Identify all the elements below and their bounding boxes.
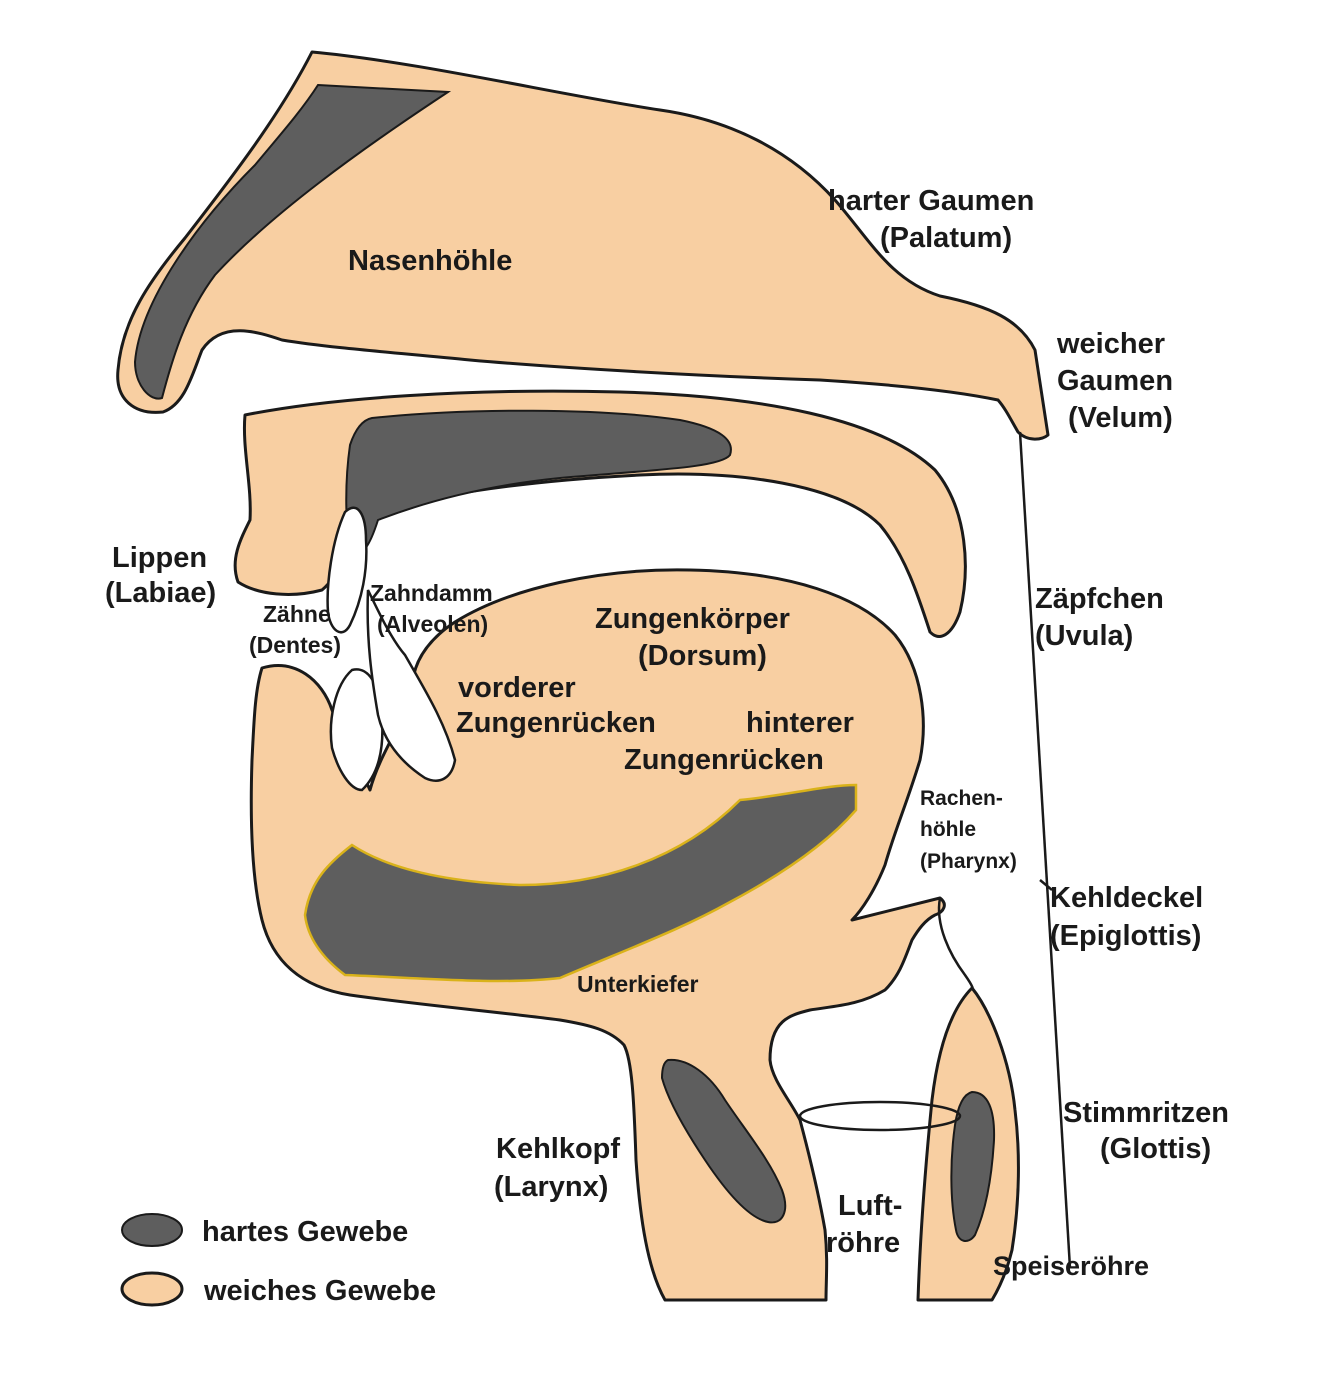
maxilla-bone-shape [345,409,732,555]
label-speiseroehre: Speiseröhre [993,1251,1149,1281]
label-pharynx: (Pharynx) [920,850,1017,873]
label-dentes: (Dentes) [249,632,341,658]
label-lippen: Lippen [112,542,207,574]
label-hinterer-zungenruecken: Zungenrücken [624,744,824,776]
label-glottis: (Glottis) [1100,1133,1211,1165]
upper-incisor-shape [326,506,368,634]
label-zaepfchen: Zäpfchen [1035,583,1164,615]
label-velum: (Velum) [1068,402,1173,434]
label-zungenkoerper: Zungenkörper [595,603,790,635]
label-gaumen: Gaumen [1057,365,1173,397]
label-stimmritzen: Stimmritzen [1063,1097,1229,1129]
legend-soft-swatch [120,1271,184,1307]
label-epiglottis: (Epiglottis) [1050,920,1201,952]
alveolar-ridge-shape [366,589,457,782]
label-kehldeckel: Kehldeckel [1050,882,1203,914]
label-zahndamm: Zahndamm [370,580,493,606]
label-alveolen: (Alveolen) [377,611,488,637]
larynx-cartilage-shape [660,1058,787,1224]
epiglottis-pointer-line [1039,879,1053,891]
legend-soft-label: weiches Gewebe [203,1275,436,1307]
label-rachen: Rachen- [920,787,1003,810]
label-uvula: (Uvula) [1035,620,1133,652]
nasal-bone-shape [133,83,452,400]
label-vorderer-zungenruecken: Zungenrücken [456,707,656,739]
legend-hard-swatch [121,1213,183,1247]
label-vorderer: vorderer [458,672,576,704]
label-palatum: (Palatum) [880,222,1012,254]
label-roehre: röhre [826,1227,900,1259]
label-dorsum: (Dorsum) [638,640,767,672]
esophagus-cartilage-shape [950,1090,996,1242]
mandible-bone-shape [303,783,858,983]
label-harter-gaumen: harter Gaumen [828,185,1034,217]
label-hoehle: höhle [920,818,976,841]
label-unterkiefer: Unterkiefer [577,971,698,997]
label-zaehne: Zähne [263,601,331,627]
glottis-ellipse [798,1100,962,1132]
pharynx-back-wall-line [1018,431,1072,1269]
label-luft: Luft- [838,1190,902,1222]
label-nasenhoehle: Nasenhöhle [348,245,512,277]
label-weicher: weicher [1056,328,1165,360]
legend: hartes Gewebe weiches Gewebe [120,1213,436,1307]
label-kehlkopf: Kehlkopf [496,1133,620,1165]
label-labiae: (Labiae) [105,577,216,609]
epiglottis-line [937,897,975,996]
label-hinterer: hinterer [746,707,854,739]
label-larynx: (Larynx) [494,1171,608,1203]
legend-hard-label: hartes Gewebe [202,1216,408,1248]
